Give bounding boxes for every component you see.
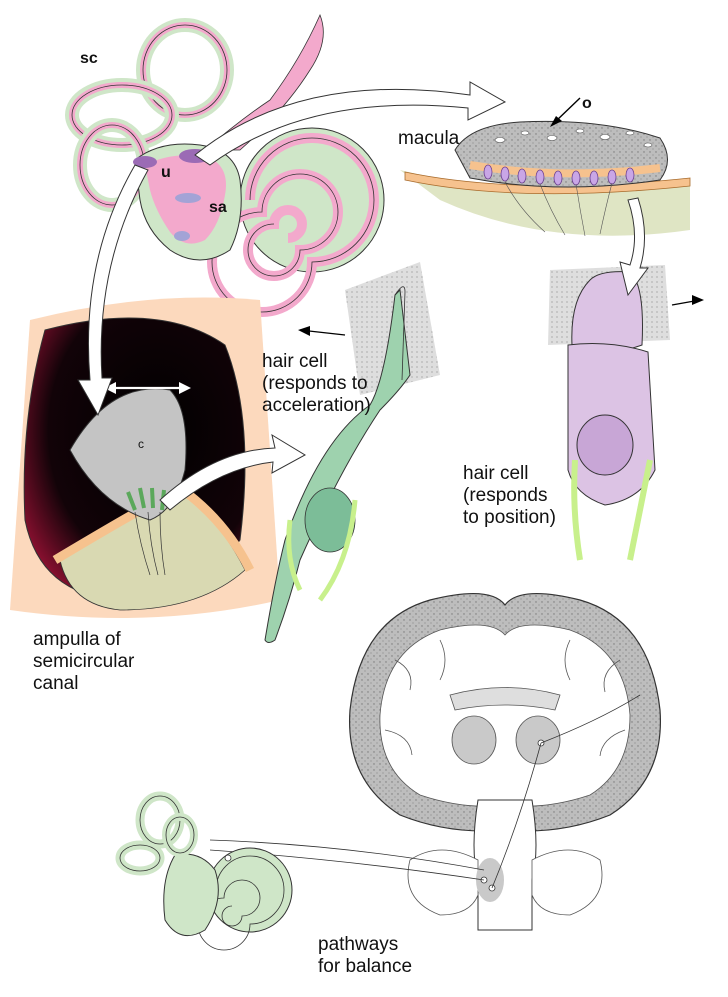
- hair-cell-acceleration: [264, 262, 440, 643]
- inner-ear-small: [115, 791, 293, 951]
- label-pathways: pathways for balance: [318, 934, 413, 977]
- label-u: u: [161, 164, 171, 181]
- label-c: c: [138, 437, 144, 451]
- label-sc: sc: [80, 50, 98, 67]
- macula-section: [400, 97, 691, 237]
- label-sa: sa: [209, 199, 227, 216]
- connector-arrows: [77, 81, 649, 511]
- label-hair-cell-position: hair cell (responds to position): [463, 463, 556, 528]
- label-o: o: [582, 95, 592, 112]
- label-hair-cell-acceleration: hair cell (responds to acceleration): [262, 351, 371, 416]
- brain-coronal-section: [209, 593, 662, 931]
- hair-cell-position: [548, 265, 704, 561]
- inner-ear-labyrinth: [65, 13, 385, 317]
- label-macula: macula: [398, 128, 460, 149]
- ampulla-section: [10, 297, 280, 618]
- label-ampulla: ampulla of semicircular canal: [33, 629, 135, 694]
